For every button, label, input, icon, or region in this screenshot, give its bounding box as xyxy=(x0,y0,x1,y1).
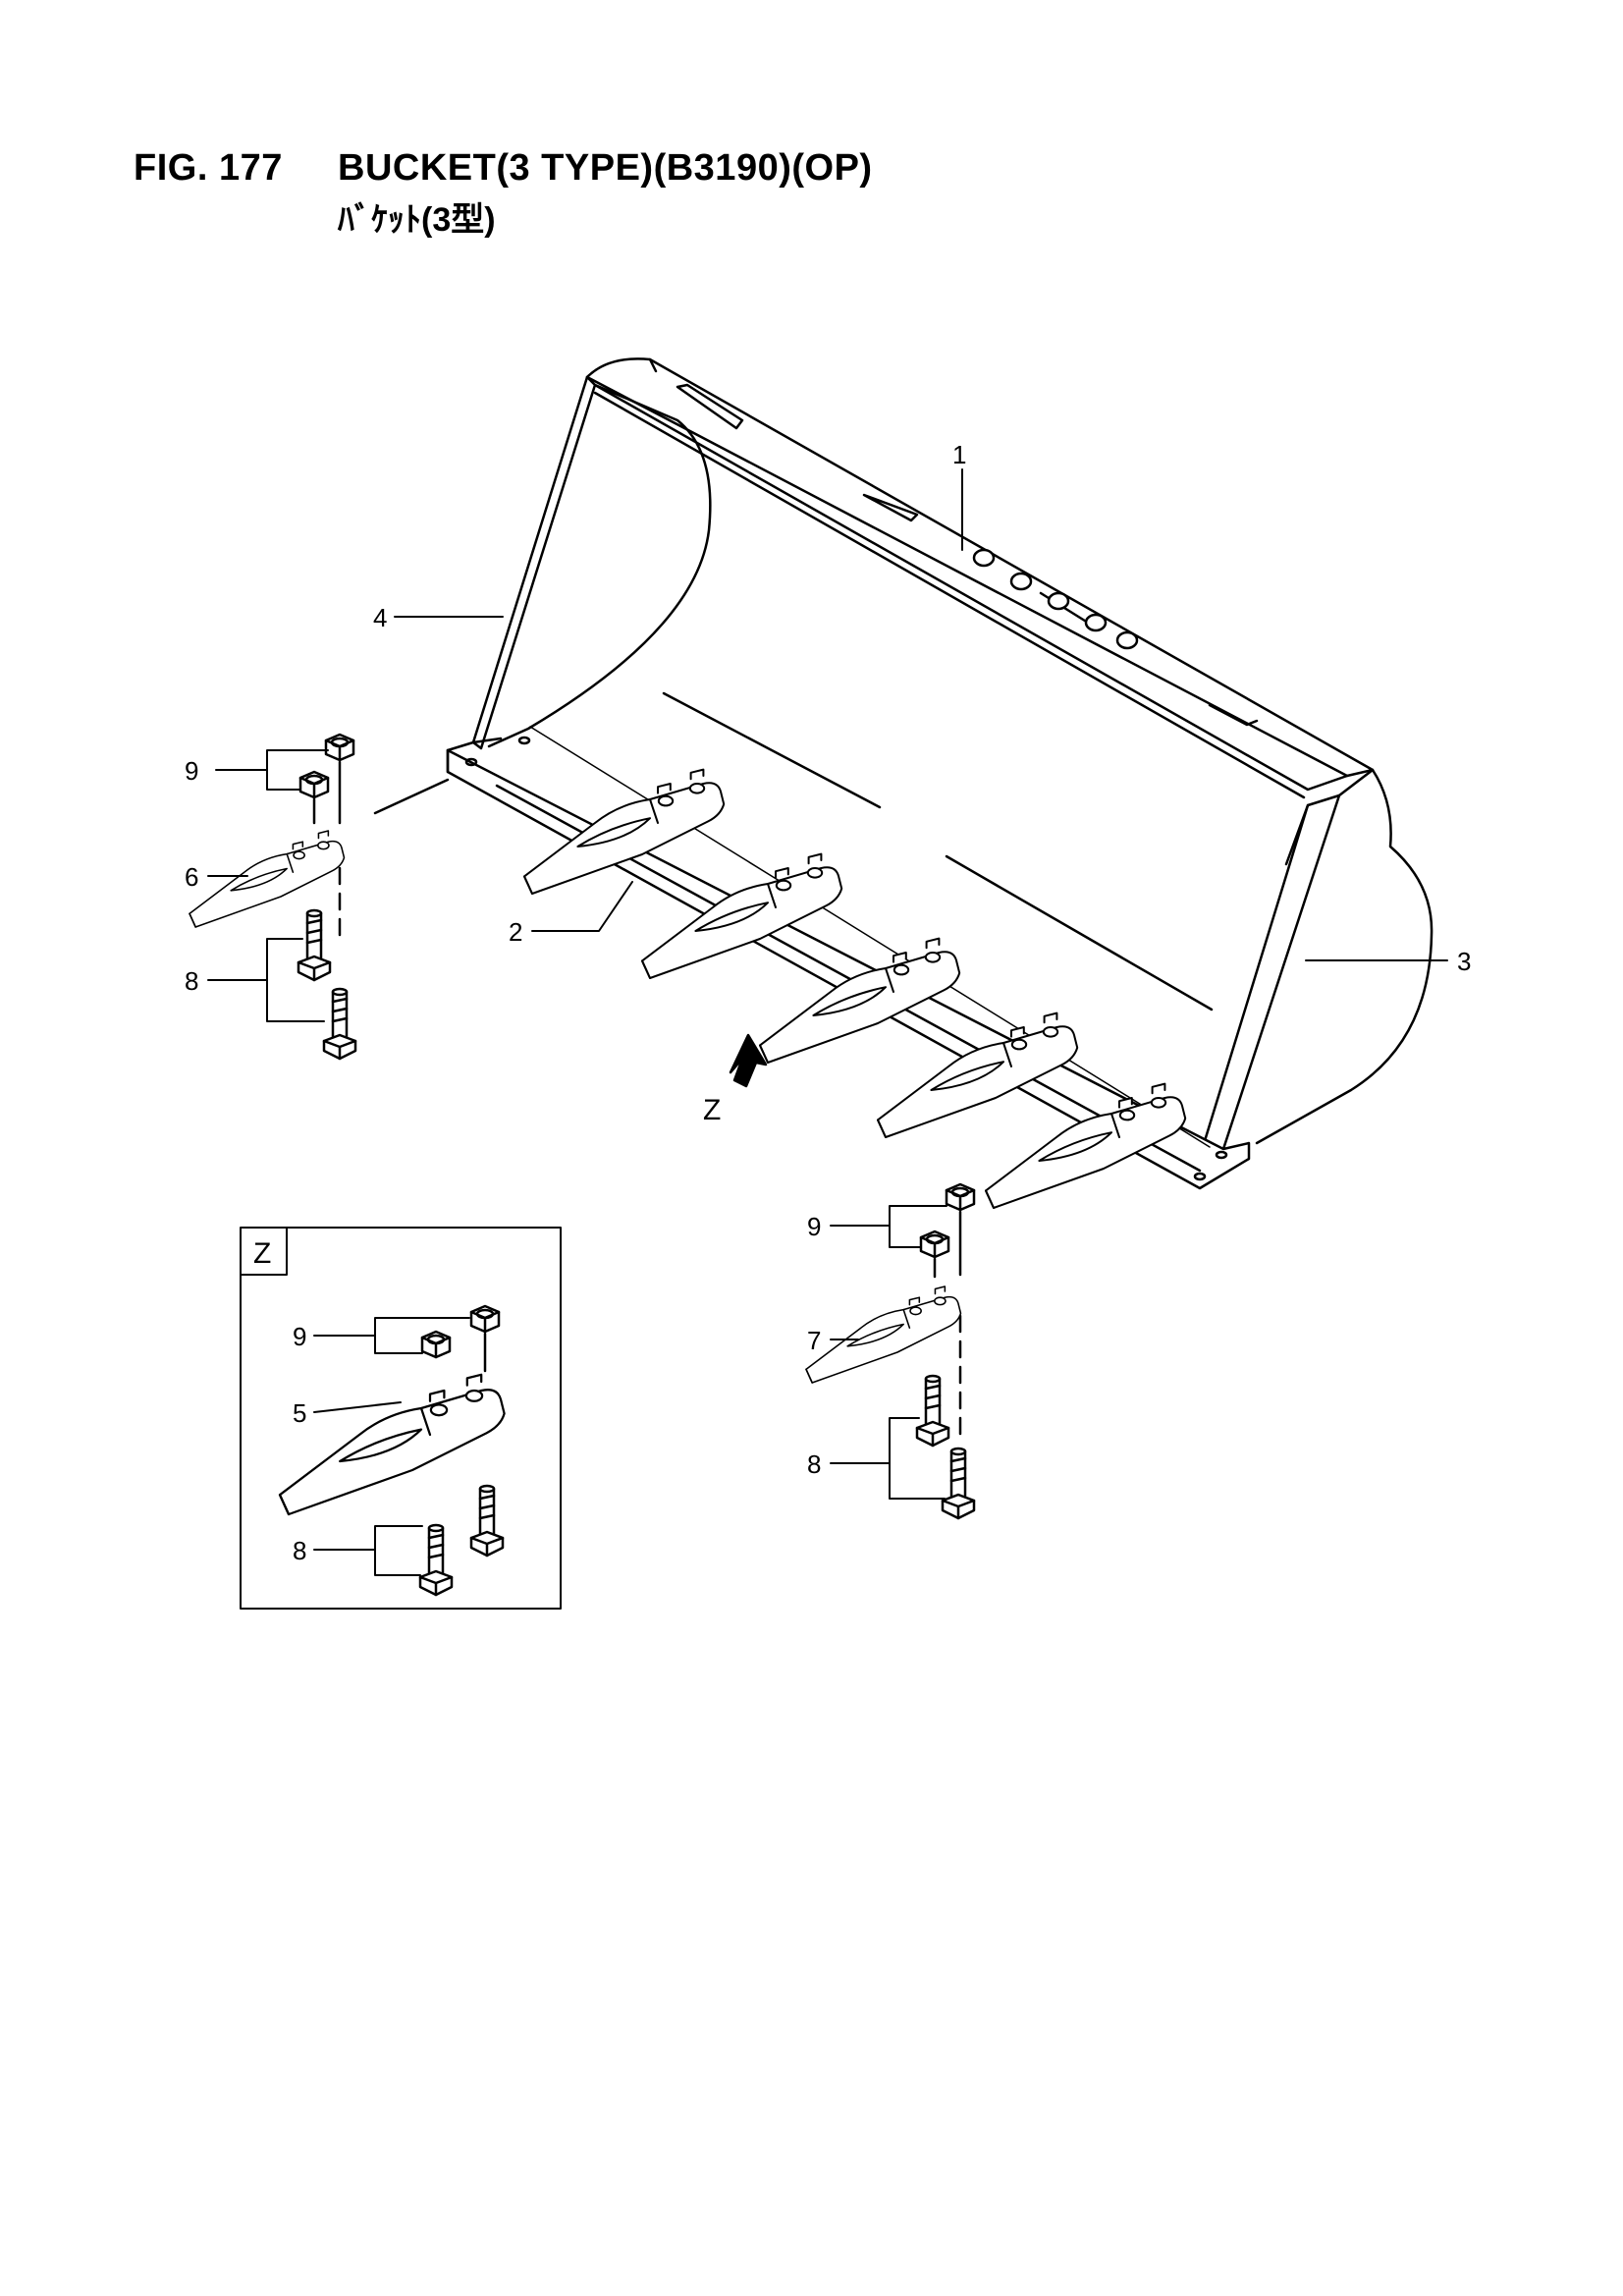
bucket-top-edge xyxy=(585,357,1375,778)
callout-8-inset: 8 xyxy=(293,1536,306,1565)
inset-z-label: Z xyxy=(253,1237,271,1270)
bucket-assembly xyxy=(373,357,1434,1190)
left-exploded-group xyxy=(189,733,357,1061)
bucket-teeth xyxy=(522,768,1187,1210)
inset-view-z xyxy=(240,1227,562,1610)
right-exploded-group xyxy=(805,1182,976,1520)
callout-9-right: 9 xyxy=(807,1212,821,1241)
callout-5-inset: 5 xyxy=(293,1398,306,1428)
callout-3: 3 xyxy=(1457,947,1471,976)
view-z-label: Z xyxy=(703,1094,721,1126)
figure-title: FIG. 177 BUCKET(3 TYPE)(B3190)(OP) xyxy=(134,147,873,190)
figure-subtitle: ﾊﾞｹｯﾄ(3型) xyxy=(338,201,496,239)
callout-4: 4 xyxy=(373,603,387,632)
callout-1: 1 xyxy=(952,440,966,469)
callout-9-inset: 9 xyxy=(293,1322,306,1351)
bucket-right-side xyxy=(1198,793,1341,1159)
bucket-left-side xyxy=(471,375,597,750)
callout-2: 2 xyxy=(509,917,522,947)
figure-number: FIG. 177 xyxy=(134,147,283,189)
callout-7-right: 7 xyxy=(807,1326,821,1355)
view-z-arrow xyxy=(729,1033,768,1088)
callout-8-right: 8 xyxy=(807,1449,821,1479)
callout-6-left: 6 xyxy=(185,862,198,892)
figure-title-text: BUCKET(3 TYPE)(B3190)(OP) xyxy=(338,147,873,189)
callout-9-left: 9 xyxy=(185,756,198,786)
callout-8-left: 8 xyxy=(185,966,198,996)
callout-leaders xyxy=(207,468,1448,1576)
